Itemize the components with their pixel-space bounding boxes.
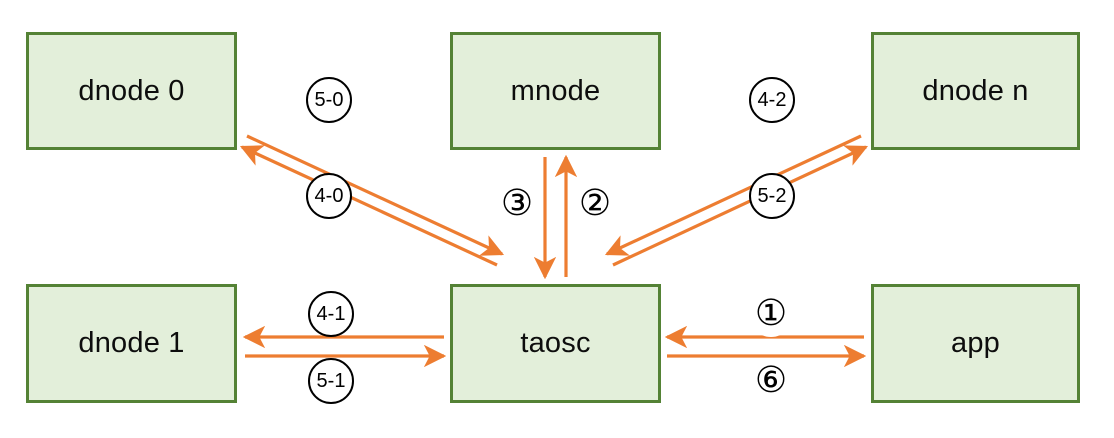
edge-badge-4-2: 4-2 bbox=[749, 77, 795, 123]
node-app-label: app bbox=[951, 327, 1000, 359]
edge-badge-4-2-text: 4-2 bbox=[757, 89, 787, 111]
edge-badge-5-2-text: 5-2 bbox=[757, 185, 787, 207]
arrow-dnoden-to-taosc bbox=[604, 134, 862, 256]
edge-badge-5-0-text: 5-0 bbox=[314, 89, 344, 111]
edge-badge-3-glyph: ③ bbox=[500, 183, 534, 224]
node-taosc[interactable]: taosc bbox=[450, 284, 661, 403]
edge-badge-4-0: 4-0 bbox=[306, 173, 352, 219]
arrow-taosc-to-dnoden bbox=[612, 145, 869, 267]
node-app[interactable]: app bbox=[871, 284, 1080, 403]
edge-badge-5-1: 5-1 bbox=[308, 358, 354, 404]
edge-badge-6: ⑥ bbox=[748, 358, 794, 404]
edge-badge-1-glyph: ① bbox=[754, 293, 788, 334]
node-mnode-label: mnode bbox=[510, 74, 601, 107]
edge-badge-5-1-text: 5-1 bbox=[316, 370, 346, 392]
node-dnode0-label: dnode 0 bbox=[78, 74, 185, 107]
edge-badge-2-glyph: ② bbox=[578, 183, 612, 224]
edge-badge-6-glyph: ⑥ bbox=[754, 360, 788, 401]
node-taosc-label: taosc bbox=[520, 327, 591, 359]
edge-badge-5-2: 5-2 bbox=[749, 173, 795, 219]
arrow-dnode0-to-taosc bbox=[246, 134, 505, 256]
arrow-taosc-to-dnode0 bbox=[239, 145, 498, 267]
edge-badge-1: ① bbox=[748, 291, 794, 337]
edge-badge-2: ② bbox=[572, 181, 618, 227]
node-dnode0[interactable]: dnode 0 bbox=[26, 32, 237, 150]
edge-badge-3: ③ bbox=[494, 181, 540, 227]
edge-badge-4-0-text: 4-0 bbox=[314, 185, 344, 207]
node-dnode1[interactable]: dnode 1 bbox=[26, 284, 237, 403]
edge-badge-5-0: 5-0 bbox=[306, 77, 352, 123]
node-mnode[interactable]: mnode bbox=[450, 32, 661, 150]
edge-badge-4-1: 4-1 bbox=[308, 291, 354, 337]
node-dnoden-label: dnode n bbox=[922, 74, 1029, 107]
node-dnode1-label: dnode 1 bbox=[78, 327, 185, 359]
edge-badge-4-1-text: 4-1 bbox=[316, 303, 346, 325]
node-dnoden[interactable]: dnode n bbox=[871, 32, 1080, 150]
